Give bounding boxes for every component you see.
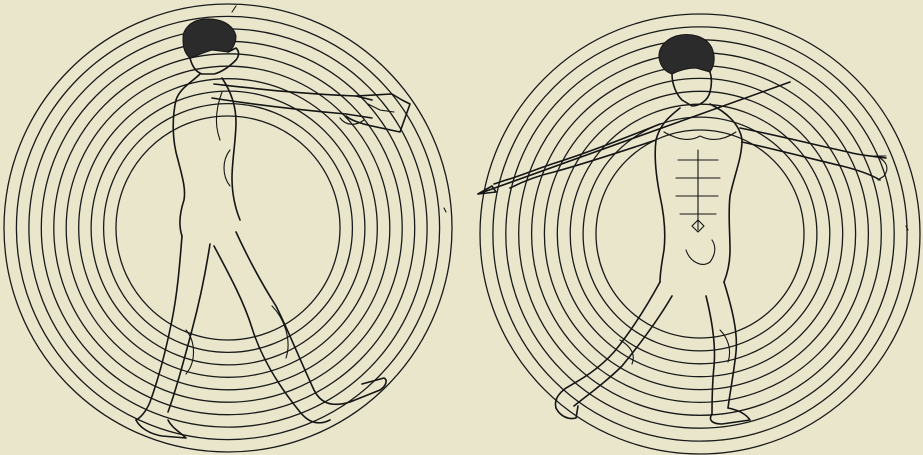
left-athlete-figure bbox=[136, 19, 410, 438]
right-ring-5 bbox=[532, 66, 869, 403]
left-athlete-hand bbox=[346, 94, 410, 132]
right-athlete-hair bbox=[659, 35, 714, 75]
right-athlete-left-leg-outer bbox=[555, 282, 660, 408]
right-athlete-left-foot bbox=[556, 406, 578, 419]
left-ring-5 bbox=[54, 54, 402, 402]
left-athlete-chest bbox=[216, 92, 230, 186]
right-concentric-rings bbox=[480, 14, 920, 454]
right-ring-4 bbox=[519, 53, 882, 416]
right-ring-1 bbox=[480, 14, 920, 454]
right-athlete-right-arm bbox=[740, 128, 886, 158]
right-ring-3 bbox=[506, 40, 894, 428]
right-ring-7 bbox=[557, 91, 842, 376]
right-athlete-left-leg-inner bbox=[574, 296, 672, 406]
left-ring-8 bbox=[91, 91, 365, 365]
stray-mark-right bbox=[444, 208, 446, 212]
left-ring-10 bbox=[116, 116, 340, 340]
stray-mark-top bbox=[232, 6, 236, 12]
right-athlete-face bbox=[672, 72, 712, 106]
right-ring-10 bbox=[596, 130, 804, 338]
right-ring-2 bbox=[493, 27, 907, 441]
right-athlete-right-leg-outer bbox=[724, 282, 736, 408]
left-ring-7 bbox=[79, 79, 378, 378]
left-ring-9 bbox=[104, 104, 353, 353]
right-athlete-spear bbox=[478, 82, 790, 194]
right-athlete-groin bbox=[686, 240, 715, 264]
right-ring-6 bbox=[544, 78, 855, 389]
left-athlete-back bbox=[173, 74, 200, 236]
left-ring-6 bbox=[66, 66, 390, 390]
right-athlete-abs bbox=[676, 150, 720, 230]
left-ring-2 bbox=[16, 16, 439, 439]
left-athlete-rear-leg-inner bbox=[168, 244, 210, 412]
right-athlete-right-leg-inner bbox=[706, 296, 715, 414]
right-athlete-left-arm-lower bbox=[510, 140, 656, 188]
